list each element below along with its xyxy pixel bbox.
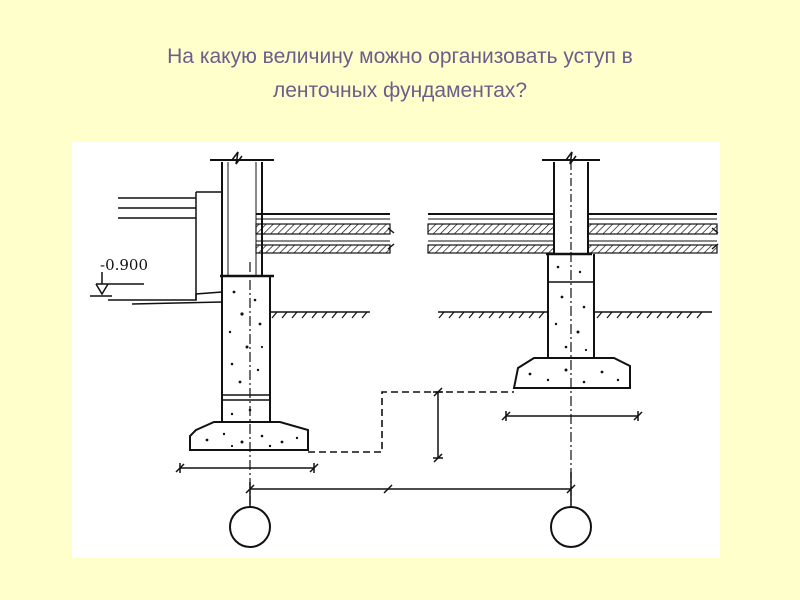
title-line-2: ленточных фундаментах? [272, 79, 528, 102]
sidewalk [108, 291, 223, 305]
drawing-panel: -0.900 [72, 142, 720, 558]
axis-distance-dimension [245, 484, 576, 494]
right-axis-bubble [550, 506, 592, 548]
left-footing-width-dimension [175, 463, 319, 473]
left-axis-bubble [229, 506, 271, 548]
right-floor-slab [427, 213, 719, 254]
title-line-1: На какую величину можно организовать уст… [167, 45, 633, 68]
level-mark-label: -0.900 [100, 256, 148, 274]
foundation-step-drawing: -0.900 [90, 151, 719, 548]
slide-title: На какую величину можно организовать уст… [60, 40, 740, 108]
right-interior-wall [542, 151, 600, 254]
level-mark-symbol [90, 272, 144, 297]
left-exterior-wall [210, 151, 274, 277]
exterior-wall-lines [118, 191, 222, 300]
right-ground-line [438, 311, 712, 319]
left-foundation-stem [221, 276, 271, 422]
step-height-dimension [433, 387, 443, 463]
right-foundation-stem [546, 252, 595, 358]
left-ground-line [270, 311, 370, 319]
left-floor-slab [255, 213, 395, 254]
footing-step-dashed-line [308, 391, 514, 453]
right-footing [512, 357, 631, 389]
right-footing-width-dimension [501, 411, 643, 421]
left-footing [189, 421, 309, 451]
